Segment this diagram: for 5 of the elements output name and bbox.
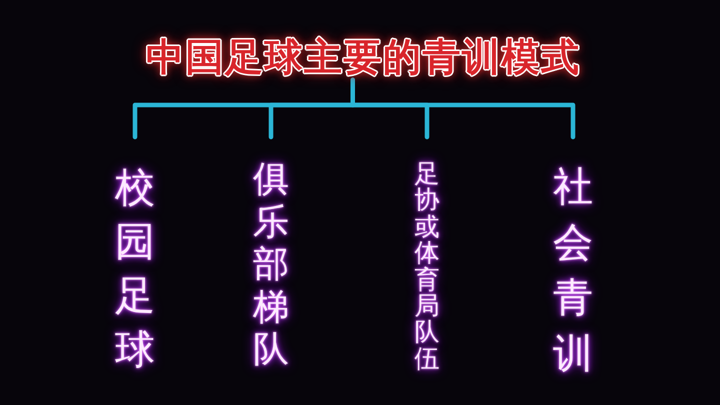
category-label: 校园足球: [115, 161, 155, 377]
heading: 中国足球主要的青训模式: [146, 36, 580, 78]
category-label: 社会青训: [553, 160, 593, 382]
category-label: 俱乐部梯队: [253, 159, 289, 372]
category-label: 足协或体育局队伍: [414, 161, 440, 372]
